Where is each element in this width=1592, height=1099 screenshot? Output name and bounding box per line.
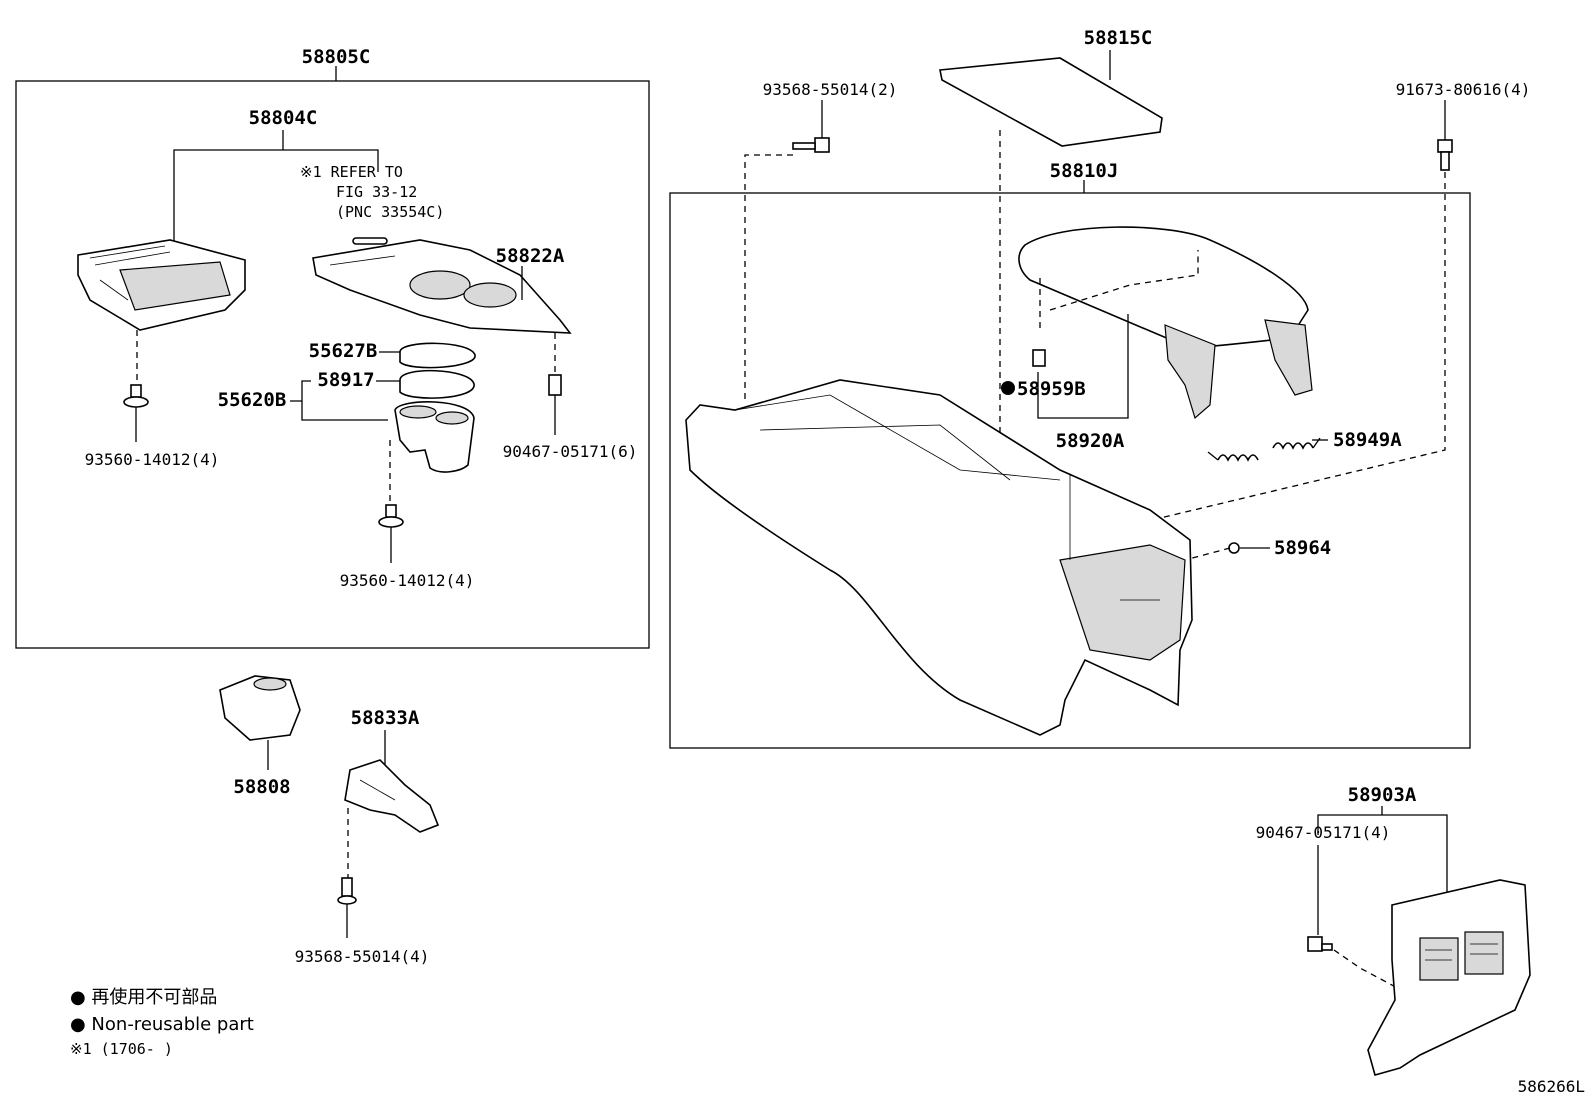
label-58903A: 58903A — [1348, 784, 1417, 806]
part-58833A-bracket — [344, 759, 440, 833]
label-58917: 58917 — [317, 369, 374, 391]
legend-jp: ● 再使用不可部品 — [70, 987, 217, 1008]
part-refer-cap — [352, 237, 388, 245]
label-90467-four: 90467-05171(4) — [1256, 823, 1391, 842]
clip-93560-center — [378, 504, 404, 563]
part-58964-clip — [1228, 542, 1240, 554]
part-58804C-tray — [77, 239, 246, 331]
part-58815C-pad — [939, 57, 1163, 147]
figure-id: 586266L — [1518, 1077, 1585, 1096]
part-58810J-console — [685, 379, 1193, 736]
assembly-box-58805C — [15, 80, 650, 649]
label-58805C: 58805C — [302, 46, 371, 68]
bolt-93568-four — [337, 877, 357, 938]
nonreusable-mark-icon — [1001, 381, 1015, 395]
part-58949A-springs — [1207, 437, 1321, 462]
label-91673: 91673-80616(4) — [1396, 80, 1531, 99]
refer-note-line3: (PNC 33554C) — [336, 203, 444, 221]
label-58815C: 58815C — [1084, 27, 1153, 49]
label-93568-four: 93568-55014(4) — [295, 947, 430, 966]
label-55627B: 55627B — [309, 340, 378, 362]
label-93560-left: 93560-14012(4) — [85, 450, 220, 469]
clip-90467-four — [1307, 936, 1333, 952]
label-58808: 58808 — [233, 776, 290, 798]
bolt-91673 — [1437, 139, 1453, 171]
part-58920A-lid — [1018, 226, 1313, 420]
label-58804C: 58804C — [249, 107, 318, 129]
part-55620B-cupholder — [394, 401, 475, 473]
label-90467-six: 90467-05171(6) — [503, 442, 638, 461]
part-55627B-gasket — [399, 342, 476, 369]
label-58920A: 58920A — [1056, 430, 1125, 452]
label-93568-two: 93568-55014(2) — [763, 80, 898, 99]
part-58917-mat — [399, 369, 475, 399]
part-58903A-panel — [1367, 879, 1531, 1076]
label-58959B: 58959B — [1017, 378, 1086, 400]
label-58822A: 58822A — [496, 245, 565, 267]
legend-note: ※1 (1706- ) — [70, 1040, 173, 1058]
label-55620B: 55620B — [218, 389, 287, 411]
part-58822A-trim — [312, 239, 572, 334]
label-58810J: 58810J — [1050, 160, 1119, 182]
label-58833A: 58833A — [351, 707, 420, 729]
clip-58959B — [1032, 349, 1046, 367]
legend-en: ● Non-reusable part — [70, 1014, 254, 1035]
label-93560-center: 93560-14012(4) — [340, 571, 475, 590]
refer-note-line2: FIG 33-12 — [336, 183, 417, 201]
clip-90467-six — [548, 374, 562, 435]
part-58808-bezel — [219, 675, 301, 741]
label-58949A: 58949A — [1333, 429, 1402, 451]
clip-93560-left — [123, 384, 149, 442]
assembly-box-58810J — [669, 192, 1471, 749]
refer-note-line1: ※1 REFER TO — [300, 163, 403, 181]
bolt-93568-two — [792, 137, 830, 153]
label-58964: 58964 — [1274, 537, 1331, 559]
